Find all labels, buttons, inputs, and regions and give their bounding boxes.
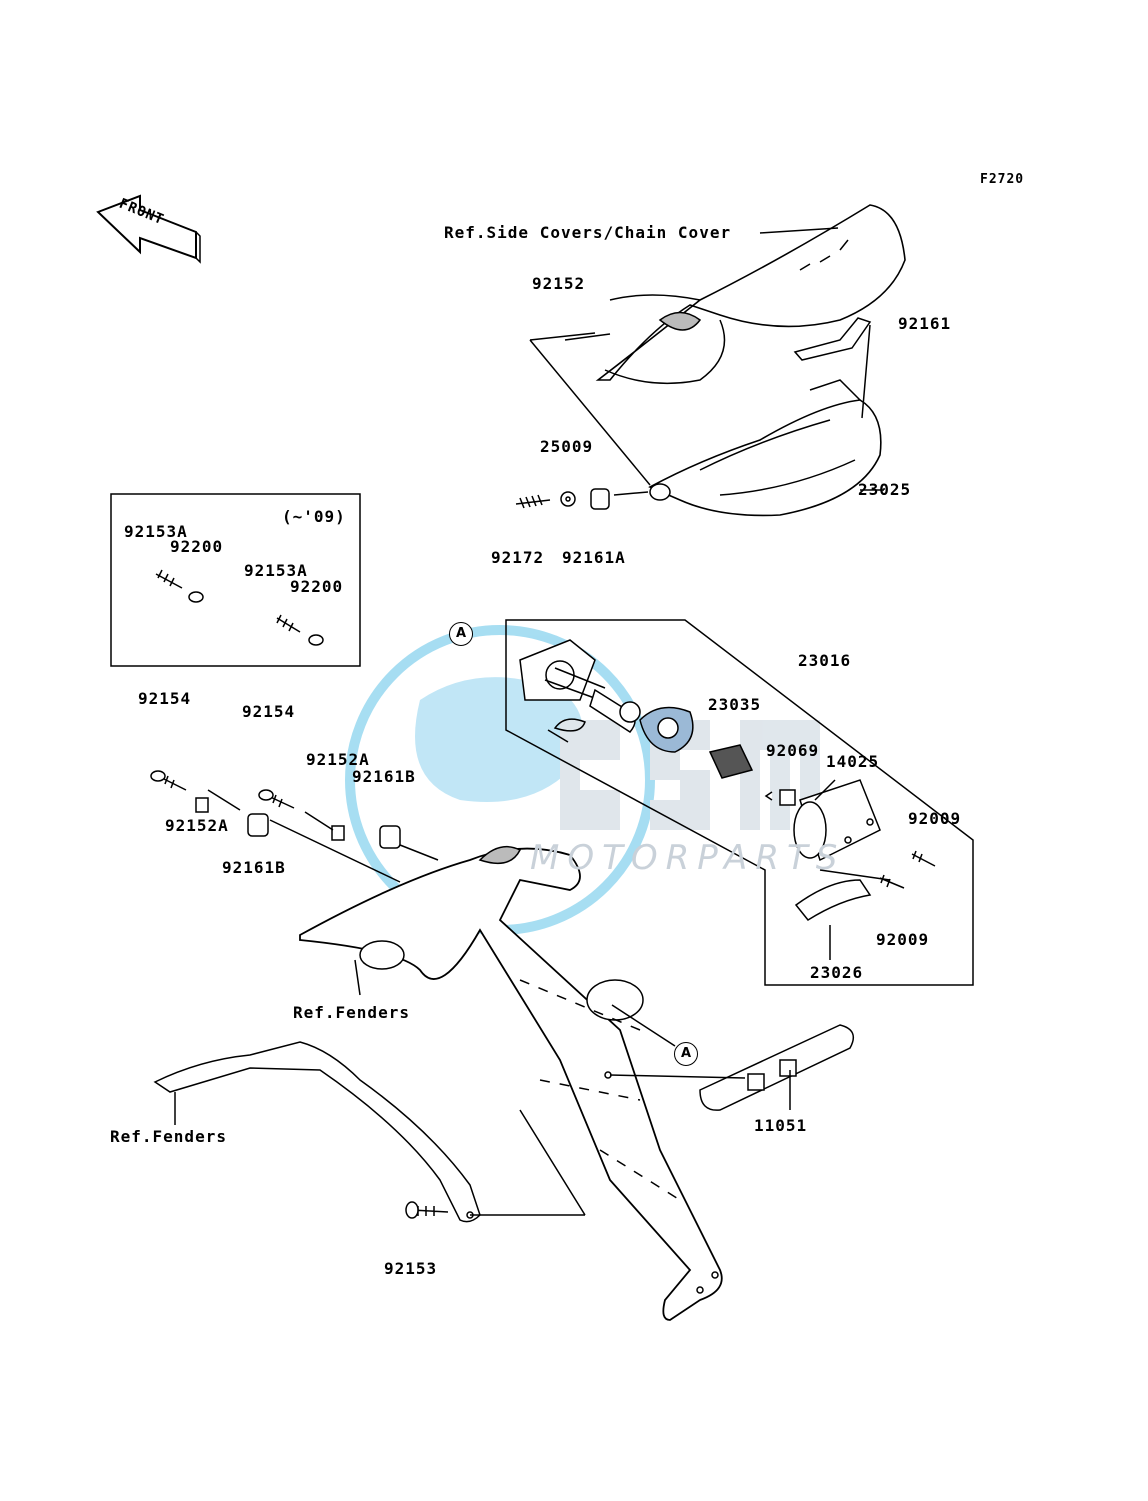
label-92069: 92069 (766, 741, 820, 760)
callout-a-2: A (674, 1042, 698, 1066)
figure-code: F2720 (980, 172, 1025, 187)
inset-note: (~'09) (282, 507, 346, 526)
label-25009: 25009 (540, 437, 594, 456)
inset-box (110, 493, 361, 667)
ref-side-covers-label: Ref.Side Covers/Chain Cover (444, 223, 732, 242)
washer-25009 (560, 491, 576, 507)
label-92009-b: 92009 (876, 930, 930, 949)
label-92153: 92153 (384, 1259, 438, 1278)
label-92161B-b: 92161B (222, 858, 286, 877)
grommet-92161A (590, 488, 610, 510)
screw-92009-a (911, 850, 936, 867)
screw-92009-b (879, 874, 905, 889)
leader-lines-misc (174, 779, 891, 1125)
side-cover-part (595, 204, 906, 385)
clip-23035 (708, 744, 754, 779)
grommet-92161B-a (247, 813, 269, 837)
callout-a-1: A (449, 622, 473, 646)
label-92009-a: 92009 (908, 809, 962, 828)
inset-screw-1 (155, 569, 183, 589)
label-92154-b: 92154 (242, 702, 296, 721)
front-arrow-icon (96, 194, 201, 264)
inset-washer-1 (188, 591, 204, 603)
label-23025: 23025 (858, 480, 912, 499)
collar-92152A-b (331, 825, 345, 841)
label-11051: 11051 (754, 1116, 808, 1135)
reflector-23026 (794, 879, 872, 921)
ref-fenders-label-1: Ref.Fenders (293, 1003, 410, 1022)
seat-cowl-23025 (648, 379, 882, 517)
license-bracket (299, 845, 723, 1321)
inset-washer-2 (308, 634, 324, 646)
leader-lines-top (529, 227, 884, 496)
label-23026: 23026 (810, 963, 864, 982)
leader-lines-left (207, 789, 439, 883)
ref-fenders-label-2: Ref.Fenders (110, 1127, 227, 1146)
label-23016: 23016 (798, 651, 852, 670)
inset-screw-2 (276, 614, 301, 633)
inset-label-92153A-1: 92153A (124, 522, 188, 541)
inset-label-92153A-2: 92153A (244, 561, 308, 580)
label-92154-a: 92154 (138, 689, 192, 708)
bulb-92069 (764, 789, 796, 806)
watermark-subtext: MOTORPARTS (530, 838, 846, 878)
label-92152A-a: 92152A (306, 750, 370, 769)
label-92152: 92152 (532, 274, 586, 293)
bracket-92161 (793, 317, 872, 361)
collar-92152A-a (195, 797, 209, 813)
label-14025: 14025 (826, 752, 880, 771)
inset-label-92200-1: 92200 (170, 537, 224, 556)
inset-label-92200-2: 92200 (290, 577, 344, 596)
label-92161: 92161 (898, 314, 952, 333)
label-92161B-a: 92161B (352, 767, 416, 786)
plate-bracket-11051 (699, 1024, 855, 1111)
label-23035: 23035 (708, 695, 762, 714)
grommet-92161B-b (379, 825, 401, 849)
lamp-socket-23016 (519, 639, 641, 743)
leader-lines-bottom (609, 1004, 791, 1110)
label-92172: 92172 (491, 548, 545, 567)
lens-14025 (793, 779, 881, 862)
leader-92153 (470, 1109, 586, 1216)
label-92161A: 92161A (562, 548, 626, 567)
screw-92172 (515, 494, 551, 509)
label-92152A-b: 92152A (165, 816, 229, 835)
kit-bracket (505, 619, 974, 986)
fender-stay (153, 1041, 481, 1223)
lamp-holder (639, 706, 694, 753)
